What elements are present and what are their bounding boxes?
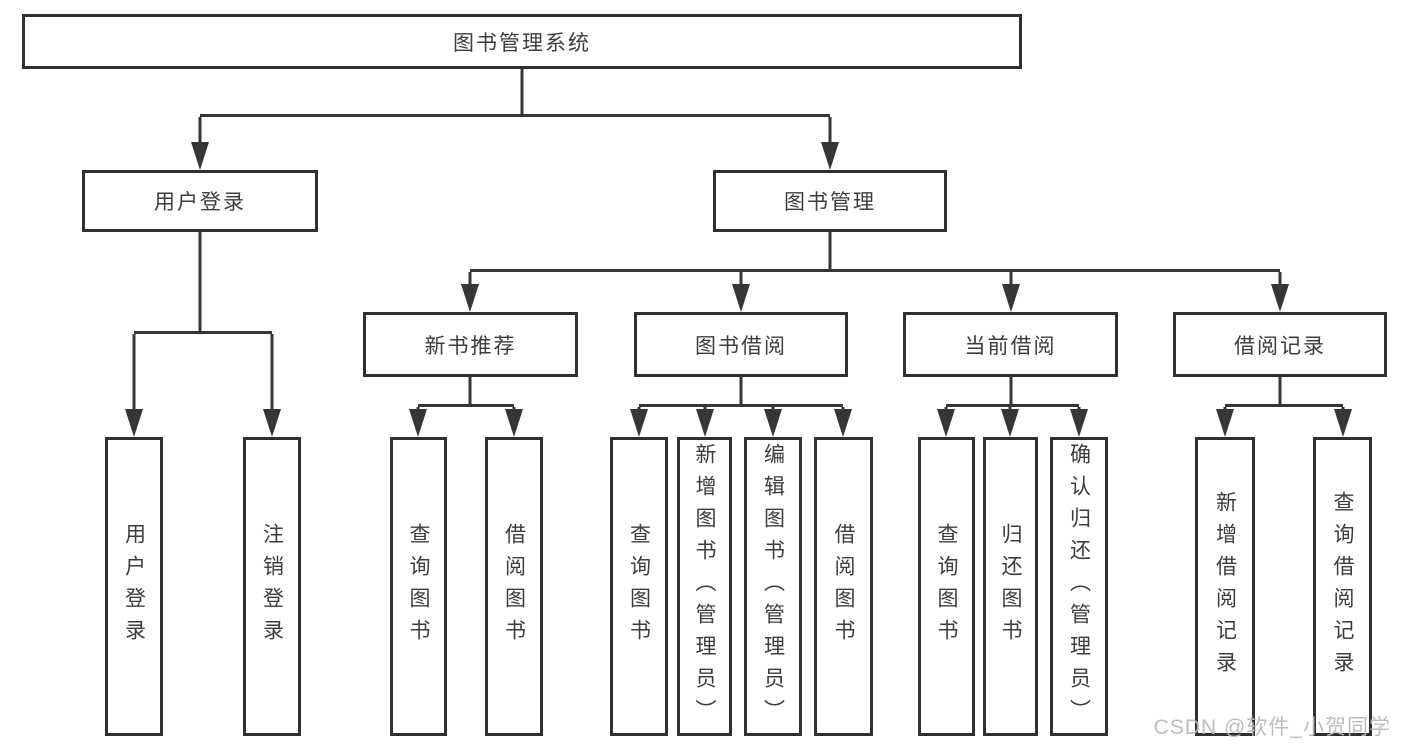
leaf-add-borrow-record: 新增借阅记录 bbox=[1195, 437, 1255, 736]
leaf-logout: 注销登录 bbox=[243, 437, 301, 736]
leaf-query-books-current: 查询图书 bbox=[918, 437, 975, 736]
leaf-return-books: 归还图书 bbox=[983, 437, 1038, 736]
node-new-book-recommend: 新书推荐 bbox=[363, 312, 578, 377]
node-book-management: 图书管理 bbox=[713, 170, 947, 232]
node-book-borrow: 图书借阅 bbox=[634, 312, 848, 377]
leaf-user-login: 用户登录 bbox=[105, 437, 163, 736]
node-current-borrow: 当前借阅 bbox=[903, 312, 1118, 377]
leaf-query-books-borrow: 查询图书 bbox=[610, 437, 668, 736]
leaf-borrow-books-recommend: 借阅图书 bbox=[485, 437, 543, 736]
leaf-edit-book-admin: 编辑图书（管理员） bbox=[744, 437, 802, 736]
node-root: 图书管理系统 bbox=[22, 14, 1022, 69]
leaf-add-book-admin: 新增图书（管理员） bbox=[677, 437, 732, 736]
leaf-query-borrow-record: 查询借阅记录 bbox=[1313, 437, 1372, 736]
leaf-confirm-return-admin: 确认归还（管理员） bbox=[1050, 437, 1108, 736]
node-user-login: 用户登录 bbox=[82, 170, 318, 232]
watermark: CSDN @软件_小贺同学 bbox=[1153, 716, 1391, 739]
leaf-query-books-recommend: 查询图书 bbox=[390, 437, 447, 736]
node-borrow-records: 借阅记录 bbox=[1173, 312, 1387, 377]
leaf-borrow-books: 借阅图书 bbox=[814, 437, 873, 736]
